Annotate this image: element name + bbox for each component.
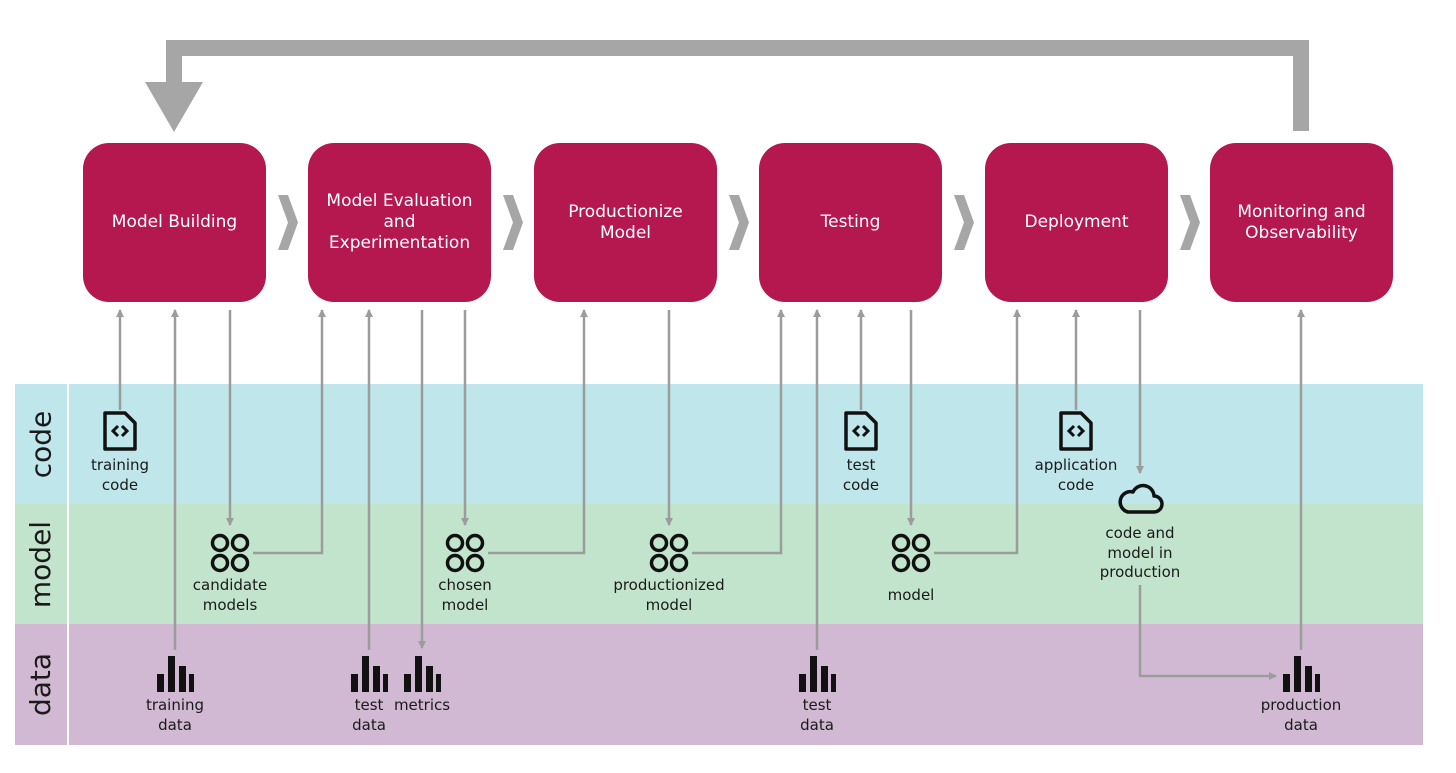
model-label: model	[887, 586, 935, 604]
chevron-right-icon	[278, 195, 298, 250]
bar-chart-icon	[797, 654, 837, 694]
model-icon	[649, 533, 689, 573]
stage-deployment: Deployment	[985, 143, 1168, 302]
candidate-models-label: candidate models	[192, 576, 268, 614]
chosen-model-label: chosen model	[438, 576, 492, 614]
test-code-label: test code	[842, 456, 880, 494]
metrics-label: metrics	[393, 696, 451, 714]
test-data-label: test data	[800, 696, 834, 734]
code-band	[15, 384, 1423, 504]
model-icon	[891, 533, 931, 573]
data-band	[15, 624, 1423, 745]
stage-model-building: Model Building	[83, 143, 266, 302]
bar-chart-icon	[349, 654, 389, 694]
chevron-right-icon	[503, 195, 523, 250]
code-and-model-in-production-label: code and model in production	[1099, 524, 1181, 581]
training-data-label: training data	[145, 696, 205, 734]
chevron-right-icon	[1180, 195, 1200, 250]
production-data-label: production data	[1260, 696, 1342, 734]
code-file-icon	[843, 411, 879, 451]
code-file-icon	[102, 411, 138, 451]
cloud-icon	[1116, 478, 1164, 518]
stage-monitoring: Monitoring and Observability	[1210, 143, 1393, 302]
stage-productionize-model: Productionize Model	[534, 143, 717, 302]
application-code-label: application code	[1034, 456, 1118, 494]
band-divider	[67, 384, 69, 745]
stage-testing: Testing	[759, 143, 942, 302]
stage-model-evaluation: Model Evaluation and Experimentation	[308, 143, 491, 302]
model-icon	[210, 533, 250, 573]
bar-chart-icon	[155, 654, 195, 694]
training-code-label: training code	[90, 456, 150, 494]
chevron-right-icon	[954, 195, 974, 250]
feedback-loop-arrow	[145, 40, 1309, 132]
bar-chart-icon	[402, 654, 442, 694]
model-band	[15, 504, 1423, 624]
productionized-model-label: productionized model	[613, 576, 725, 614]
code-file-icon	[1058, 411, 1094, 451]
test-data-label: test data	[352, 696, 386, 734]
model-icon	[445, 533, 485, 573]
chevron-right-icon	[729, 195, 749, 250]
bar-chart-icon	[1281, 654, 1321, 694]
